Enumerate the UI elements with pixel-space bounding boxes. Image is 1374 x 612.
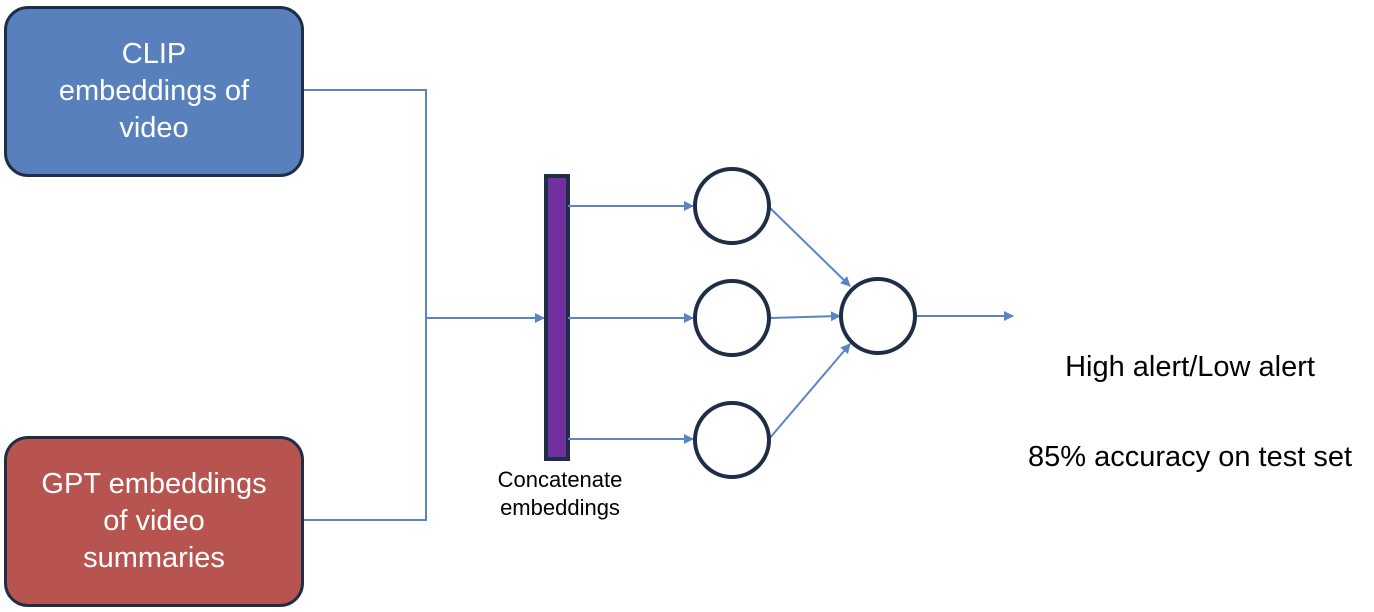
gpt-connector bbox=[304, 318, 427, 521]
hidden-1-to-output-arrow bbox=[766, 204, 851, 287]
clip-connector bbox=[304, 89, 427, 318]
concat-label: Concatenate embeddings bbox=[497, 467, 623, 520]
hidden-node-3 bbox=[693, 401, 771, 479]
gpt-embeddings-box: GPT embeddings of video summaries bbox=[4, 436, 304, 607]
clip-embeddings-box: CLIP embeddings of video bbox=[4, 6, 304, 177]
output-accuracy-label: 85% accuracy on test set bbox=[1028, 441, 1352, 473]
output-label: High alert/Low alert 85% accuracy on tes… bbox=[990, 300, 1374, 525]
hidden-node-1 bbox=[693, 167, 771, 245]
output-node bbox=[839, 277, 917, 355]
hidden-2-to-output-arrow bbox=[769, 311, 841, 322]
output-class-label: High alert/Low alert bbox=[1065, 351, 1315, 383]
hidden-3-to-output-arrow bbox=[768, 343, 851, 440]
concat-bar bbox=[544, 174, 570, 461]
hidden-node-2 bbox=[693, 279, 771, 357]
